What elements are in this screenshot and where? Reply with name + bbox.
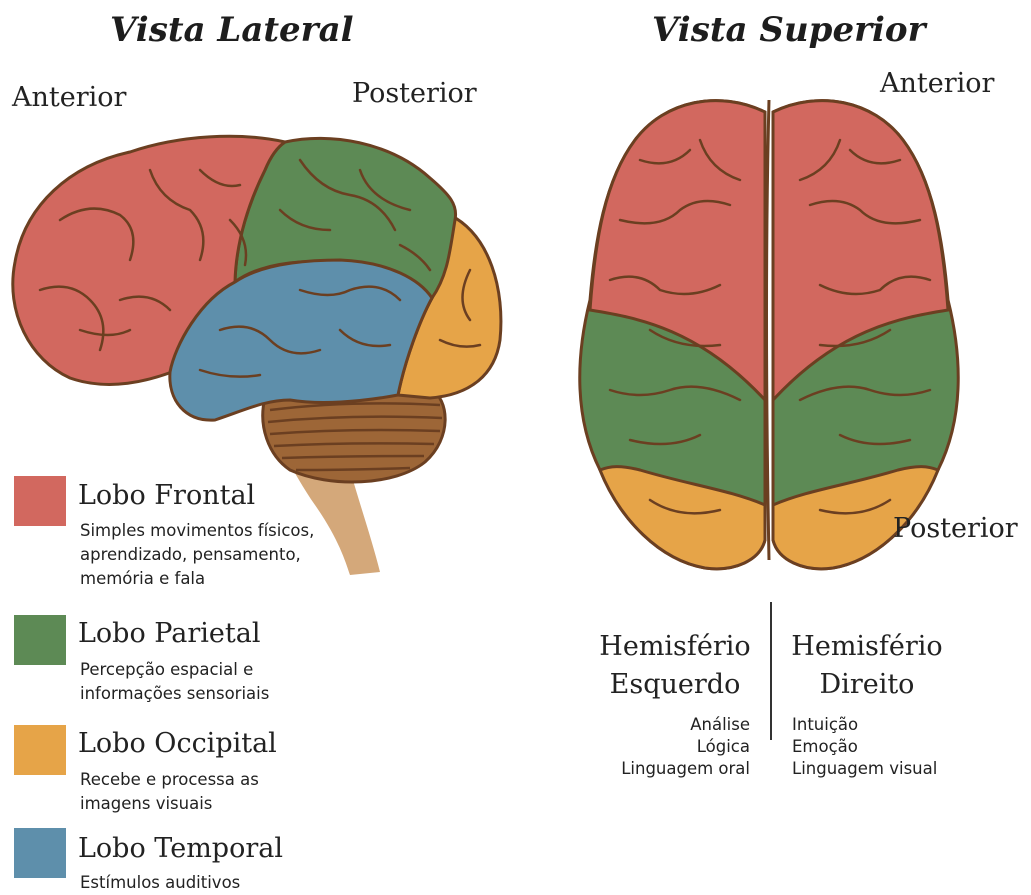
legend-name-frontal: Lobo Frontal	[78, 480, 255, 511]
left-hemisphere-functions: Análise Lógica Linguagem oral	[560, 714, 750, 780]
right-hemisphere-functions: Intuição Emoção Linguagem visual	[792, 714, 992, 780]
parietal-swatch	[14, 615, 66, 665]
legend-name-parietal: Lobo Parietal	[78, 618, 260, 649]
superior-brain	[580, 100, 958, 569]
legend-desc-parietal: Percepção espacial e informações sensori…	[80, 658, 269, 706]
frontal-swatch	[14, 476, 66, 526]
legend-name-occipital: Lobo Occipital	[78, 728, 277, 759]
superior-posterior-label: Posterior	[893, 513, 1018, 544]
superior-view-title: Vista Superior	[652, 10, 926, 50]
superior-anterior-label: Anterior	[880, 68, 994, 99]
right-hemisphere-title: Hemisfério Direito	[782, 628, 952, 704]
lateral-anterior-label: Anterior	[12, 82, 126, 113]
legend-name-temporal: Lobo Temporal	[78, 833, 283, 864]
legend-desc-occipital: Recebe e processa as imagens visuais	[80, 768, 259, 816]
left-hemisphere-title: Hemisfério Esquerdo	[590, 628, 760, 704]
legend-desc-frontal: Simples movimentos físicos, aprendizado,…	[80, 519, 314, 591]
lateral-posterior-label: Posterior	[352, 78, 477, 109]
temporal-swatch	[14, 828, 66, 878]
lateral-view-title: Vista Lateral	[110, 10, 354, 50]
legend-desc-temporal: Estímulos auditivos	[80, 871, 240, 895]
occipital-swatch	[14, 725, 66, 775]
